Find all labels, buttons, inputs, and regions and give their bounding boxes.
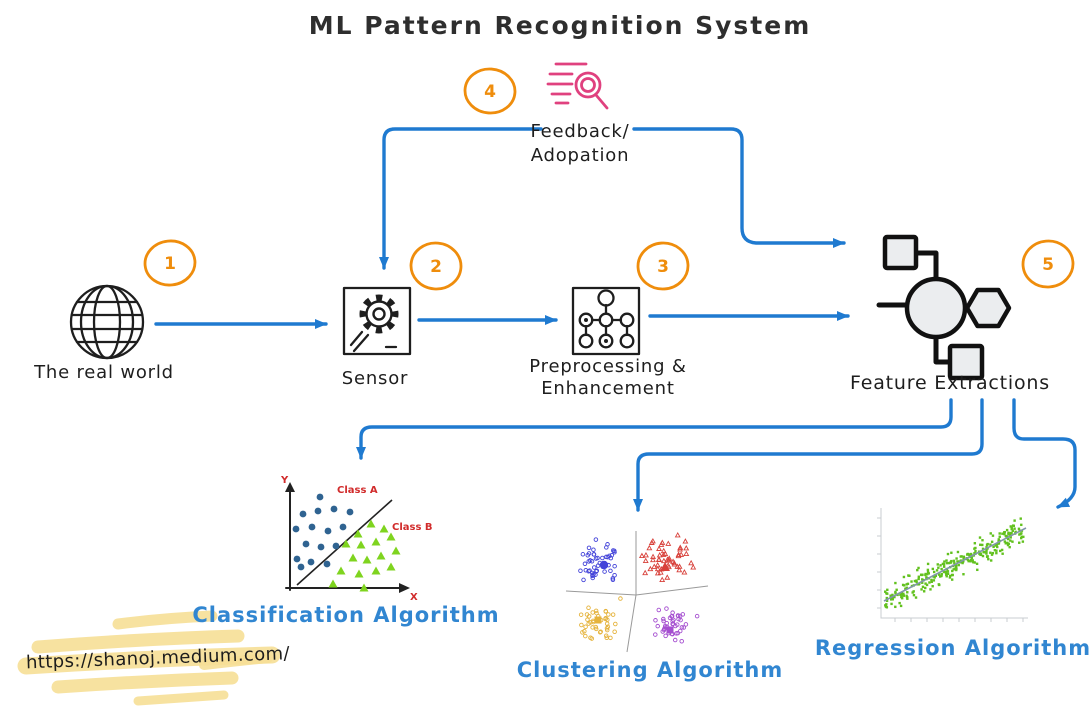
arrow-feature-to-clustering: [633, 398, 984, 512]
clustering-algorithm-label: Clustering Algorithm: [517, 658, 784, 682]
step-number: 4: [484, 82, 496, 102]
feedback-label-line2: Adopation: [531, 145, 630, 166]
step-number: 2: [430, 257, 442, 277]
gear-icon: [342, 286, 412, 356]
feature-extraction-label: Feature Extractions: [850, 372, 1050, 394]
step-badge-3: 3: [636, 241, 690, 291]
x-axis-label: X: [410, 592, 418, 603]
step-badge-2: 2: [409, 241, 463, 291]
step-badge-5: 5: [1021, 239, 1075, 289]
classification-points: [292, 493, 401, 592]
arrow-feedback-to-feature: [632, 127, 846, 248]
feature-graph-icon: [876, 234, 1012, 381]
regression-ticks: [877, 517, 1024, 622]
sensor-label: Sensor: [342, 368, 409, 389]
regression-chart: [877, 508, 1028, 622]
regression-algorithm-label: Regression Algorithm: [815, 636, 1091, 660]
y-axis-label: Y: [280, 475, 289, 486]
regression-points: [884, 517, 1025, 609]
globe-icon: [69, 284, 145, 360]
class-b-label: Class B: [392, 522, 433, 533]
real-world-label: The real world: [33, 362, 174, 383]
preprocessing-label-line2: Enhancement: [541, 378, 674, 399]
network-nodes-icon: [571, 286, 641, 356]
step-number: 3: [657, 257, 669, 277]
feedback-label-line1: Feedback/: [531, 121, 630, 142]
page-title: ML Pattern Recognition System: [309, 11, 812, 40]
step-number: 1: [164, 254, 176, 274]
clustering-points: [578, 532, 700, 644]
arrow-feature-to-classification: [356, 398, 953, 460]
scan-magnifier-icon: [546, 62, 609, 110]
step-number: 5: [1042, 255, 1054, 275]
class-a-label: Class A: [337, 485, 378, 496]
trend-line: [883, 527, 1027, 602]
preprocessing-label-line1: Preprocessing &: [529, 356, 686, 377]
clustering-chart: [565, 531, 709, 653]
arrow-feature-to-regression: [1012, 398, 1077, 509]
arrow-feedback-to-sensor: [379, 127, 543, 270]
flow-arrows: [154, 127, 1077, 512]
step-badge-1: 1: [143, 239, 197, 287]
classification-algorithm-label: Classification Algorithm: [192, 603, 499, 627]
highlight-scribble: [17, 610, 281, 706]
step-badge-4: 4: [463, 67, 517, 115]
classification-chart: Class A Class B Y X: [280, 475, 433, 603]
